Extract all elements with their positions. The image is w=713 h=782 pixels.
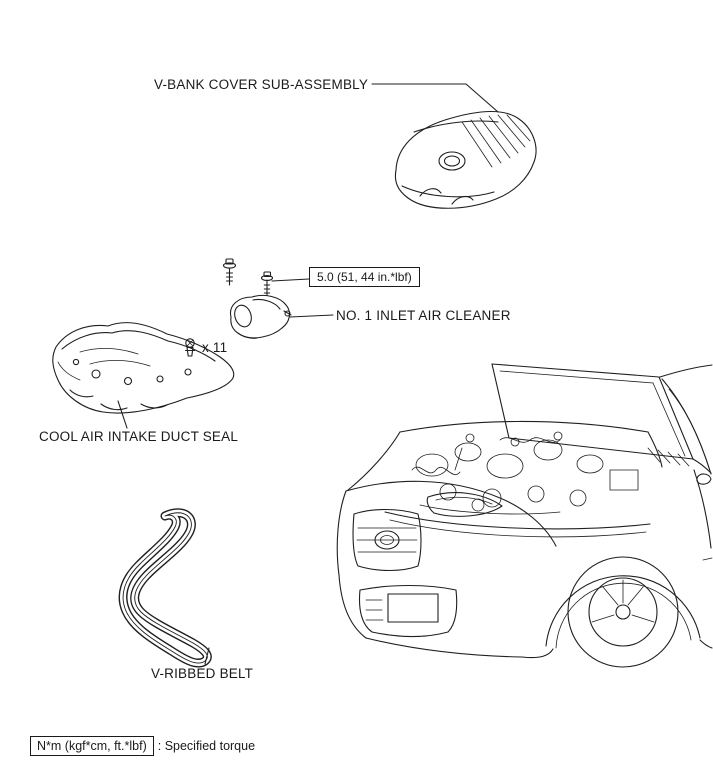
torque-spec-callout: 5.0 (51, 44 in.*lbf): [309, 267, 420, 287]
torque-legend-symbol: N*m (kgf*cm, ft.*lbf): [30, 736, 154, 756]
label-cool-air-intake-duct-seal: COOL AIR INTAKE DUCT SEAL: [39, 429, 239, 444]
leader-v-ribbed-belt: [204, 647, 210, 665]
v-ribbed-belt-drawing: [118, 508, 212, 668]
inlet-air-cleaner-drawing: [229, 294, 292, 339]
bolt-icon-b: [260, 271, 274, 296]
label-clip-count: x 11: [202, 340, 228, 355]
leader-v-bank-cover: [371, 83, 499, 113]
duct-seal-drawing: [52, 322, 235, 414]
label-v-ribbed-belt: V-RIBBED BELT: [151, 666, 254, 681]
label-v-bank-cover: V-BANK COVER SUB-ASSEMBLY: [154, 77, 369, 92]
leader-inlet-air-cleaner: [289, 314, 334, 318]
car-drawing: [336, 363, 713, 668]
bolt-icon-a: [222, 258, 237, 286]
leader-torque-spec: [271, 278, 310, 282]
torque-legend-description: : Specified torque: [157, 739, 256, 753]
torque-legend: N*m (kgf*cm, ft.*lbf) : Specified torque: [30, 736, 255, 756]
leader-duct-seal: [117, 400, 128, 429]
parts-art: [52, 111, 713, 668]
label-inlet-air-cleaner: NO. 1 INLET AIR CLEANER: [336, 308, 511, 323]
leader-lines: [117, 83, 499, 665]
v-bank-cover-drawing: [394, 111, 537, 209]
